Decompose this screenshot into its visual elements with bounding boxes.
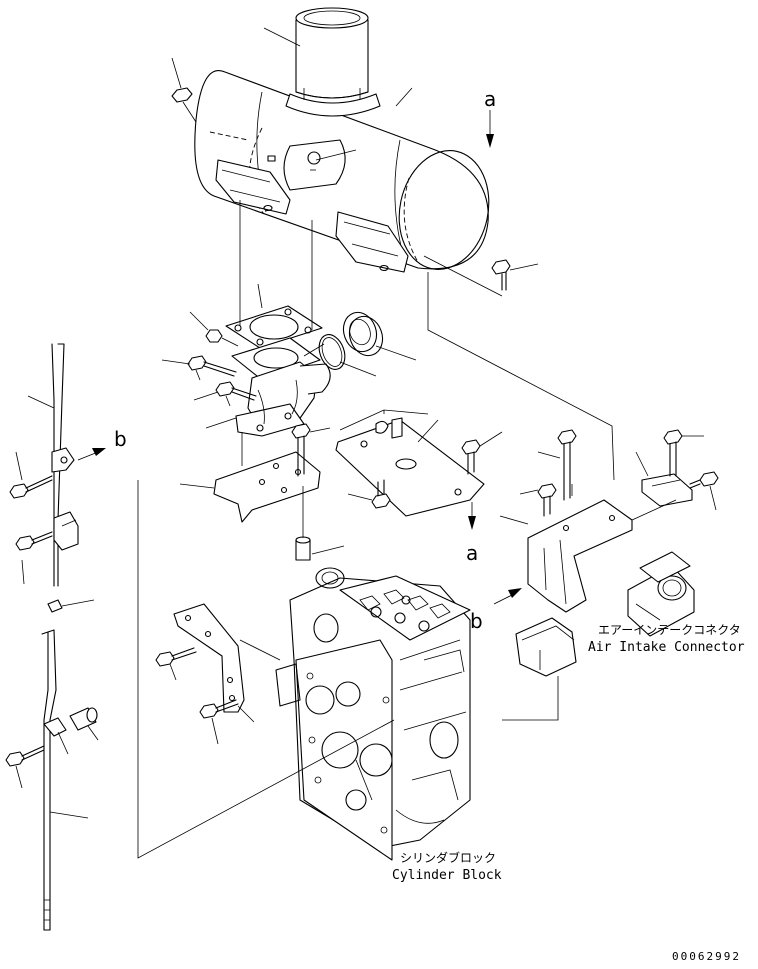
- bolt-engine-bracket-1: [155, 647, 197, 681]
- figure-number: 00062992: [672, 950, 741, 963]
- bolt-clamp-side: [689, 471, 719, 511]
- view-letter-a-top: a: [484, 87, 496, 111]
- bolt-dipstick-middle: [15, 531, 53, 585]
- view-arrow-b-right: b: [470, 588, 522, 633]
- sleeve-seal: [342, 311, 417, 361]
- air-intake-label-jp: エアーインテークコネクタ: [598, 623, 741, 637]
- bolt-muffler-right: [423, 255, 539, 297]
- bolt-bracket-vertical: [291, 423, 331, 477]
- view-arrow-a-bottom: a: [466, 502, 478, 565]
- view-letter-a-bottom: a: [466, 541, 478, 565]
- clamp-bracket: [635, 451, 693, 507]
- view-arrow-b-left: b: [77, 427, 127, 461]
- bolt-elbow-1: [189, 311, 239, 347]
- bolt-elbow-3: [193, 381, 257, 407]
- air-intake-label-en: Air Intake Connector: [588, 640, 745, 655]
- gasket-flange: [225, 200, 323, 349]
- cylinder-block-label-jp: シリンダブロック: [400, 850, 496, 865]
- view-letter-b-left: b: [114, 427, 127, 451]
- dipstick-guide-upper: [27, 343, 79, 587]
- spacer-collar: [295, 486, 345, 561]
- dipstick-cap: [47, 599, 95, 613]
- bolt-elbow-2: [161, 355, 237, 381]
- cylinder-block: [275, 567, 471, 861]
- bolt-heat-shield: [347, 479, 391, 509]
- exhaust-elbow: [231, 337, 331, 437]
- bracket-plate-left: [179, 432, 321, 523]
- bracket-right: [499, 499, 633, 613]
- bolt-engine-bracket-2: [199, 699, 239, 745]
- bolt-clamp-top: [663, 429, 704, 477]
- bolt-dipstick-lower: [5, 745, 45, 789]
- bolt-bracket-right-long: [537, 429, 577, 501]
- bolt-dipstick-upper: [9, 451, 53, 499]
- dipstick-lower: [41, 629, 89, 931]
- bracket-engine-left: [173, 603, 281, 723]
- cylinder-block-label-en: Cylinder Block: [392, 868, 502, 883]
- view-letter-b-right: b: [470, 609, 483, 633]
- o-ring: [318, 334, 377, 377]
- bolt-heat-shield-top: [461, 431, 503, 475]
- muffler: [171, 7, 490, 273]
- heat-shield-plate: [335, 409, 485, 517]
- view-arrow-a-top: a: [484, 87, 496, 148]
- bolt-bracket-right-short: [519, 483, 557, 517]
- hose-elbow: [502, 617, 577, 721]
- air-intake-connector: [627, 551, 695, 637]
- dipstick-sleeve: [69, 707, 99, 741]
